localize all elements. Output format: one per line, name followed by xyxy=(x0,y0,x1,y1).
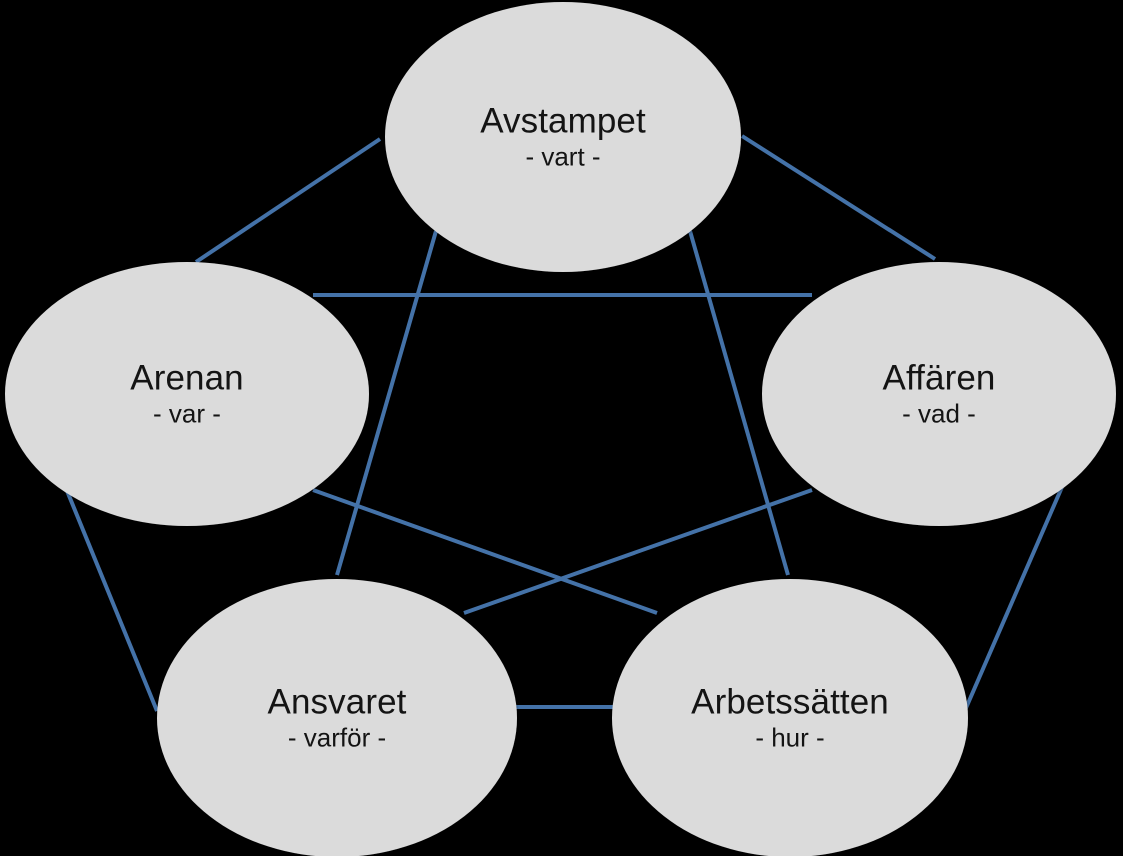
node-ellipse-arenan[interactable] xyxy=(5,262,369,526)
edge-arenan-ansvaret xyxy=(61,480,159,712)
edge-affaren-ansvaret xyxy=(463,488,813,615)
node-ellipse-ansvaret[interactable] xyxy=(157,579,517,856)
edge-avstampet-arenan xyxy=(194,137,382,264)
nodes-group xyxy=(5,2,1116,856)
edge-avstampet-ansvaret xyxy=(335,230,438,576)
node-ellipse-affaren[interactable] xyxy=(762,262,1116,526)
edge-arenan-arbetssatten xyxy=(312,488,658,615)
node-ellipse-arbetssatten[interactable] xyxy=(612,579,968,856)
node-ellipse-avstampet[interactable] xyxy=(385,2,741,272)
edge-avstampet-arbetssatten xyxy=(688,230,790,576)
edge-affaren-arbetssatten xyxy=(964,486,1064,709)
edge-avstampet-affaren xyxy=(740,134,937,261)
edges-group xyxy=(61,134,1064,712)
